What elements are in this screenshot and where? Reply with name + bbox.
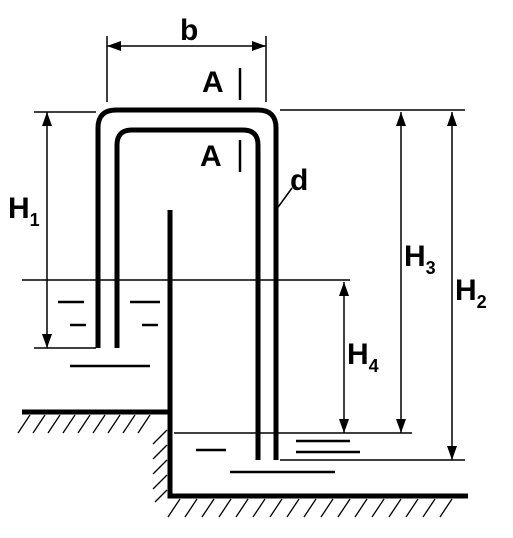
dimension-h3 (280, 109, 465, 433)
label-h1-sub: 1 (30, 210, 40, 230)
label-h3-sub: 3 (426, 258, 436, 278)
dimension-h1 (34, 111, 96, 349)
diameter-leader (275, 187, 293, 211)
label-h2: H2 (455, 274, 487, 312)
label-h1-main: H (8, 192, 30, 225)
dimension-h4 (339, 282, 349, 433)
dimension-b (106, 36, 267, 102)
label-b: b (180, 14, 198, 47)
lower-water-surface (174, 432, 412, 474)
label-h2-main: H (455, 274, 477, 307)
label-h1: H1 (8, 192, 40, 230)
upper-reservoir-floor (17, 409, 170, 434)
lower-floor-hatching (167, 498, 453, 518)
label-h3-main: H (404, 240, 426, 273)
label-h4: H4 (347, 338, 379, 376)
label-h4-sub: 4 (369, 356, 379, 376)
lower-wall-hatching (152, 429, 168, 503)
label-h3: H3 (404, 240, 436, 278)
upper-water-surface (22, 279, 350, 368)
dimension-h2 (280, 112, 465, 461)
label-h2-sub: 2 (477, 292, 487, 312)
upper-floor-hatching (17, 414, 151, 434)
label-a-bottom: A (200, 140, 222, 173)
siphon-pipe (95, 107, 279, 460)
label-h4-main: H (347, 338, 369, 371)
lower-reservoir-walls (152, 210, 468, 518)
label-a-top: A (202, 66, 224, 99)
label-d: d (290, 164, 308, 197)
